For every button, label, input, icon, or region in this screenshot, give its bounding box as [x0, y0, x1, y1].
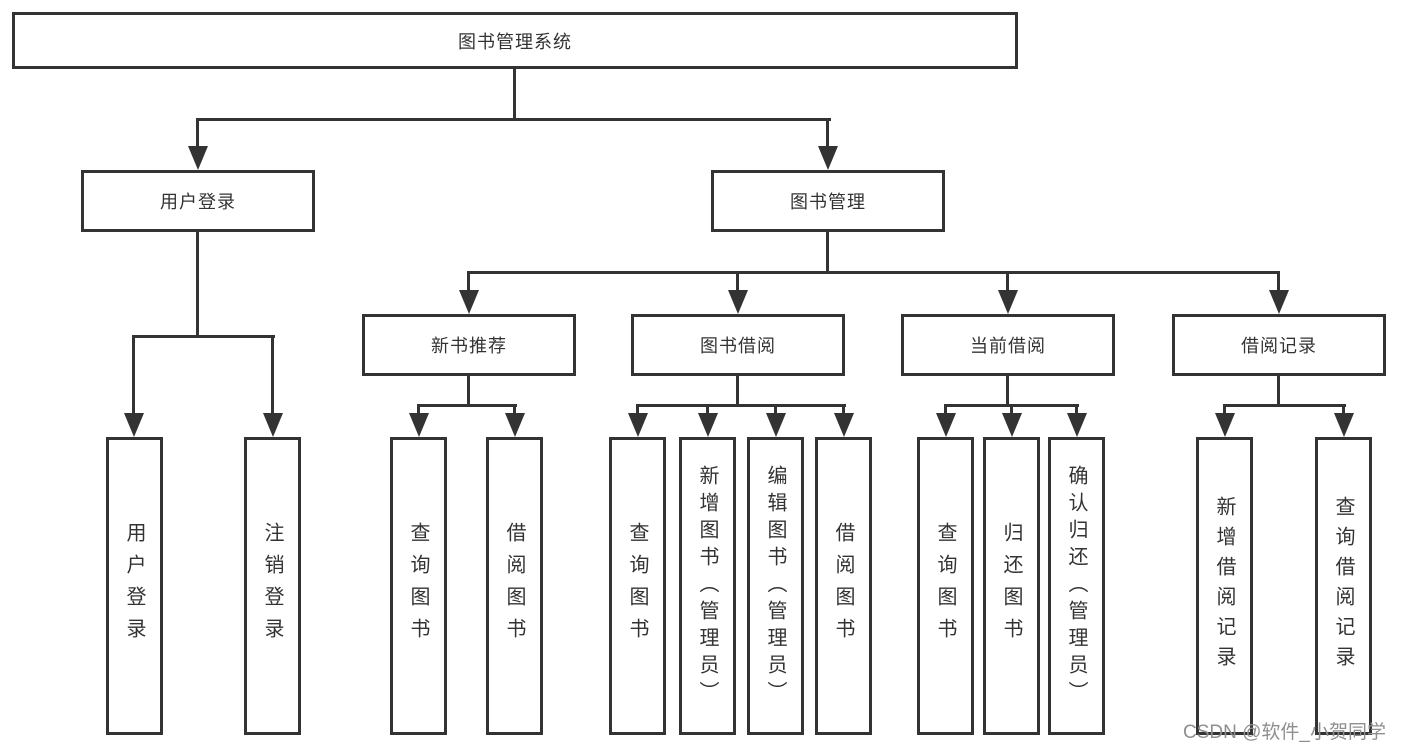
node-label-cb-query-books: 查询图书 — [934, 522, 956, 650]
connector-line — [1277, 376, 1280, 407]
connector-line — [271, 335, 274, 417]
arrow-down-icon — [459, 290, 479, 314]
connector-line — [513, 404, 516, 416]
arrow-down-icon — [1067, 413, 1087, 437]
connector-line — [196, 232, 199, 338]
node-box-borrow-records: 借阅记录 — [1172, 314, 1386, 376]
node-box-cb-return-books: 归还图书 — [983, 437, 1040, 735]
node-label-br-query-record: 查询借阅记录 — [1332, 496, 1354, 676]
arrow-down-icon — [698, 413, 718, 437]
connector-line — [467, 271, 470, 294]
node-label-new-book-rec: 新书推荐 — [431, 336, 507, 356]
arrow-down-icon — [766, 413, 786, 437]
node-label-leaf-user-login: 用户登录 — [123, 522, 145, 650]
node-label-book-mgmt: 图书管理 — [790, 192, 866, 212]
node-label-bb-query-books: 查询图书 — [626, 522, 648, 650]
node-box-book-mgmt: 图书管理 — [711, 170, 945, 232]
arrow-down-icon — [505, 413, 525, 437]
node-label-user-login: 用户登录 — [160, 192, 236, 212]
arrow-down-icon — [1269, 290, 1289, 314]
node-box-leaf-user-login: 用户登录 — [106, 437, 163, 735]
arrow-down-icon — [998, 290, 1018, 314]
connector-line — [1223, 404, 1226, 416]
arrow-down-icon — [1215, 413, 1235, 437]
arrow-down-icon — [124, 413, 144, 437]
node-label-book-borrow: 图书借阅 — [700, 336, 776, 356]
arrow-down-icon — [263, 413, 283, 437]
node-box-leaf-logout: 注销登录 — [244, 437, 301, 735]
node-box-bb-add-books: 新增图书（管理员） — [679, 437, 736, 735]
connector-line — [133, 335, 275, 338]
node-box-book-borrow: 图书借阅 — [631, 314, 845, 376]
node-box-new-book-rec: 新书推荐 — [362, 314, 576, 376]
connector-line — [1075, 404, 1078, 416]
node-box-bb-edit-books: 编辑图书（管理员） — [747, 437, 804, 735]
arrow-down-icon — [936, 413, 956, 437]
arrow-down-icon — [409, 413, 429, 437]
connector-line — [944, 404, 947, 416]
node-label-bb-edit-books: 编辑图书（管理员） — [764, 464, 786, 708]
connector-line — [826, 232, 829, 274]
node-box-root: 图书管理系统 — [12, 12, 1018, 69]
connector-line — [132, 335, 135, 417]
node-box-cb-confirm-return: 确认归还（管理员） — [1048, 437, 1105, 735]
node-label-br-add-record: 新增借阅记录 — [1213, 496, 1235, 676]
connector-line — [842, 404, 845, 416]
node-label-rec-borrow-books: 借阅图书 — [503, 522, 525, 650]
connector-line — [468, 271, 1280, 274]
node-box-bb-borrow-books: 借阅图书 — [815, 437, 872, 735]
arrow-down-icon — [1002, 413, 1022, 437]
node-box-br-add-record: 新增借阅记录 — [1196, 437, 1253, 735]
connector-line — [736, 376, 739, 407]
connector-line — [826, 118, 829, 150]
connector-line — [467, 376, 470, 407]
node-label-cb-confirm-return: 确认归还（管理员） — [1065, 464, 1087, 708]
node-box-bb-query-books: 查询图书 — [609, 437, 666, 735]
arrow-down-icon — [1334, 413, 1354, 437]
connector-line — [1006, 271, 1009, 294]
arrow-down-icon — [834, 413, 854, 437]
node-label-cb-return-books: 归还图书 — [1000, 522, 1022, 650]
connector-line — [1006, 376, 1009, 407]
connector-line — [1223, 404, 1346, 407]
node-label-current-borrow: 当前借阅 — [970, 336, 1046, 356]
node-label-root: 图书管理系统 — [458, 31, 572, 52]
arrow-down-icon — [188, 146, 208, 170]
node-box-current-borrow: 当前借阅 — [901, 314, 1115, 376]
node-box-br-query-record: 查询借阅记录 — [1315, 437, 1372, 735]
node-box-cb-query-books: 查询图书 — [917, 437, 974, 735]
connector-line — [417, 404, 517, 407]
connector-line — [706, 404, 709, 416]
node-label-borrow-records: 借阅记录 — [1241, 336, 1317, 356]
arrow-down-icon — [818, 146, 838, 170]
node-box-rec-borrow-books: 借阅图书 — [486, 437, 543, 735]
node-box-rec-query-books: 查询图书 — [390, 437, 447, 735]
node-label-bb-add-books: 新增图书（管理员） — [696, 464, 718, 708]
connector-line — [513, 69, 516, 121]
connector-line — [774, 404, 777, 416]
csdn-watermark: CSDN @软件_小贺同学 — [1183, 722, 1386, 743]
connector-line — [1010, 404, 1013, 416]
arrow-down-icon — [728, 290, 748, 314]
connector-line — [736, 271, 739, 294]
connector-line — [1342, 404, 1345, 416]
node-label-bb-borrow-books: 借阅图书 — [832, 522, 854, 650]
connector-line — [417, 404, 420, 416]
arrow-down-icon — [628, 413, 648, 437]
node-label-rec-query-books: 查询图书 — [407, 522, 429, 650]
connector-line — [1277, 271, 1280, 294]
connector-line — [636, 404, 846, 407]
connector-line — [197, 118, 831, 121]
connector-line — [196, 118, 199, 150]
node-box-user-login: 用户登录 — [81, 170, 315, 232]
connector-line — [636, 404, 639, 416]
node-label-leaf-logout: 注销登录 — [261, 522, 283, 650]
